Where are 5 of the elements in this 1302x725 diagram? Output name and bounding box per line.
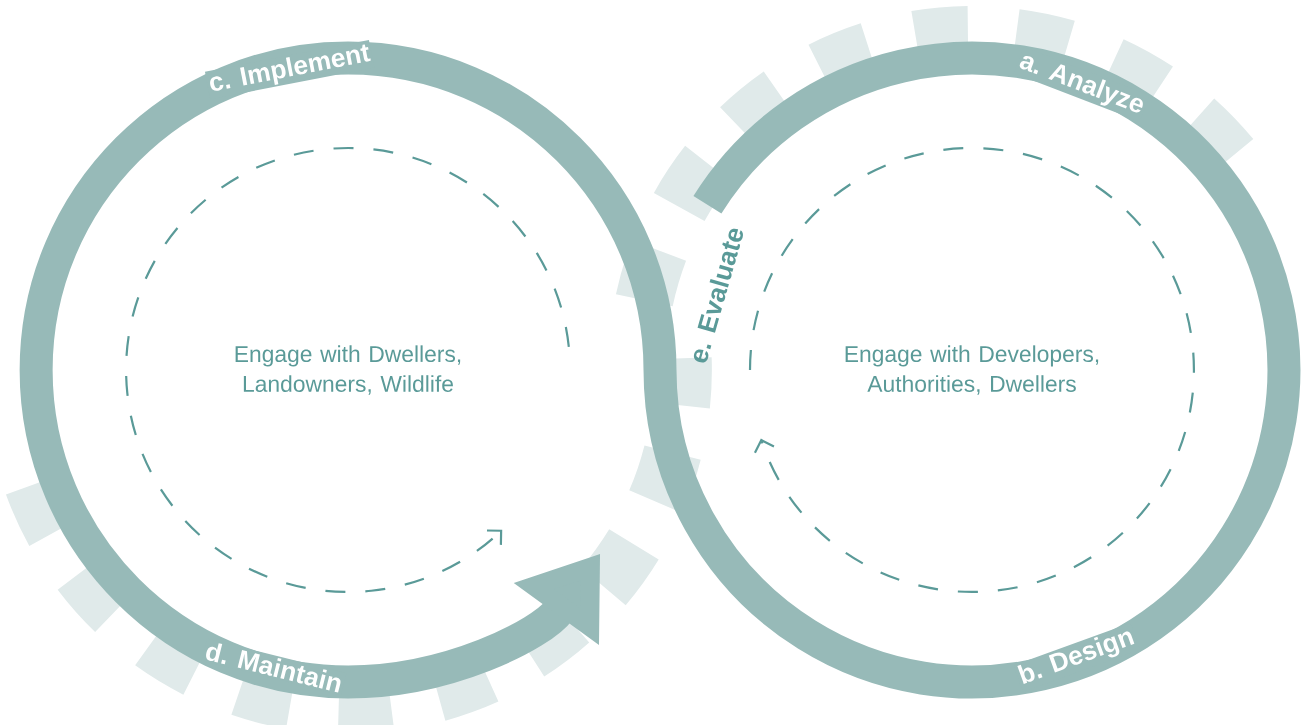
note-text: Engage with Dwellers, Landowners, Wildlife (235, 345, 461, 395)
stage-label: b. Design (1013, 622, 1141, 693)
stage-label: c. Implement (204, 39, 375, 100)
note-text: Engage with Developers, Authorities, Dwellers (845, 345, 1099, 395)
stage-label: d. Maintain (201, 638, 347, 696)
